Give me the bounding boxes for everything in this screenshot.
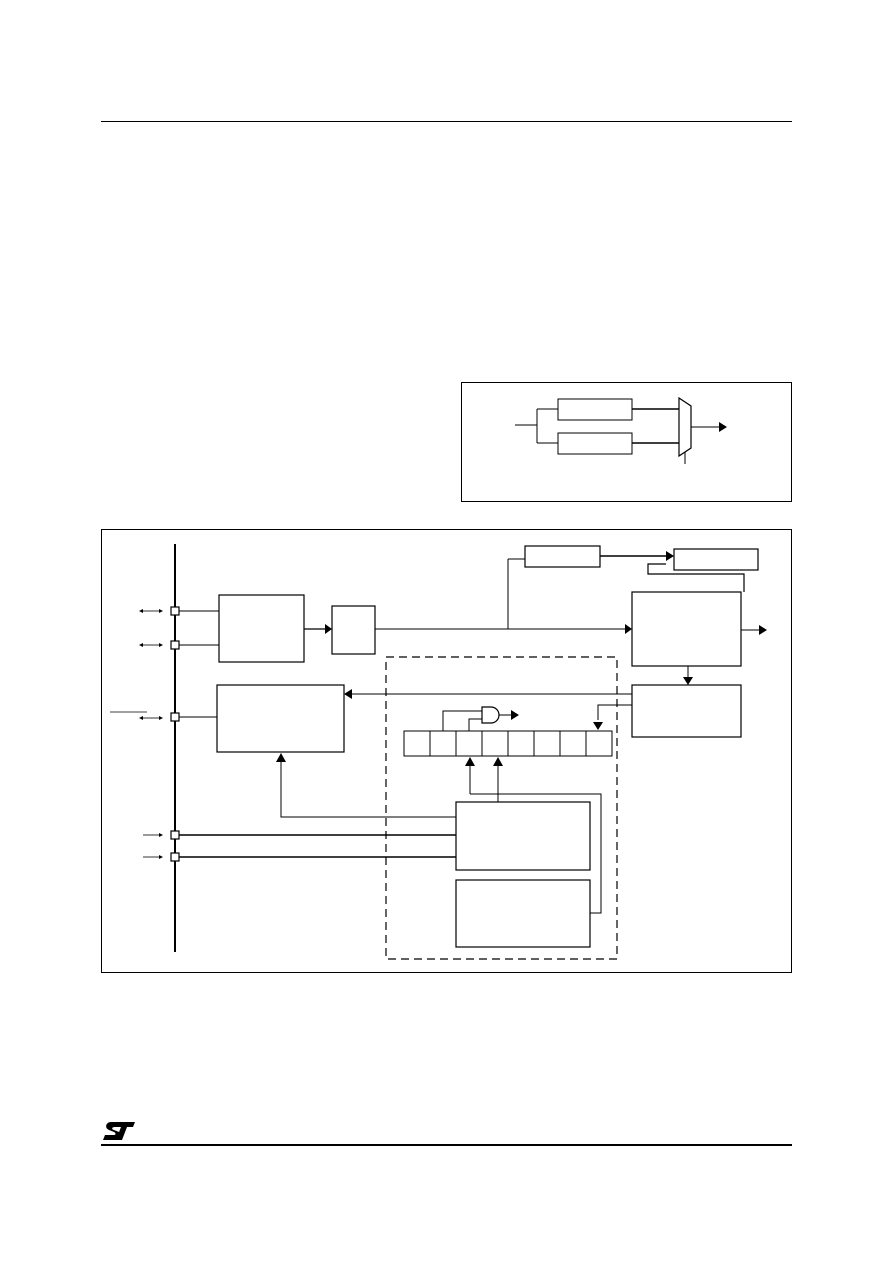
dashed-region xyxy=(385,656,618,960)
block-diagram-panel xyxy=(101,529,792,973)
right-lower-block xyxy=(631,684,742,738)
and-gate xyxy=(481,706,500,724)
arrow-up-2 xyxy=(493,757,503,766)
inner-upper-block xyxy=(455,801,591,871)
arrow-to-register xyxy=(593,722,603,730)
pin-5 xyxy=(170,852,180,862)
left-middle-block xyxy=(216,684,345,753)
arrow-up-left-middle xyxy=(276,753,286,762)
arrow-to-right-lower xyxy=(683,677,693,685)
top-narrow-block xyxy=(524,545,601,568)
footer-rule xyxy=(101,1144,792,1146)
right-main-block xyxy=(631,591,742,667)
inner-lower-block xyxy=(455,879,591,948)
small-figure-diagram xyxy=(515,396,727,464)
multiplexer xyxy=(678,396,692,458)
output-arrow xyxy=(719,422,727,432)
st-logo-icon xyxy=(103,1122,135,1140)
small-block xyxy=(331,605,376,655)
pin-3 xyxy=(170,712,180,722)
pin-1 xyxy=(170,606,180,616)
block-diagram xyxy=(110,544,767,960)
upper-block xyxy=(557,398,633,421)
lower-block xyxy=(557,432,633,455)
arrow-and-output xyxy=(511,710,519,720)
register xyxy=(403,730,613,757)
arrow-to-right-main xyxy=(625,624,632,634)
arrow-to-small-block xyxy=(325,624,332,634)
pin-4 xyxy=(170,830,180,840)
header-rule xyxy=(101,121,792,122)
pin-arrows xyxy=(110,610,159,858)
arrow-up-1 xyxy=(465,757,475,766)
pin-2 xyxy=(170,640,180,650)
arrow-to-left-middle xyxy=(344,689,352,699)
left-upper-block xyxy=(218,594,305,663)
top-right-block xyxy=(673,548,759,571)
arrow-output-right xyxy=(759,625,767,635)
small-figure-panel xyxy=(461,382,792,502)
arrow-to-top-right xyxy=(666,551,674,561)
